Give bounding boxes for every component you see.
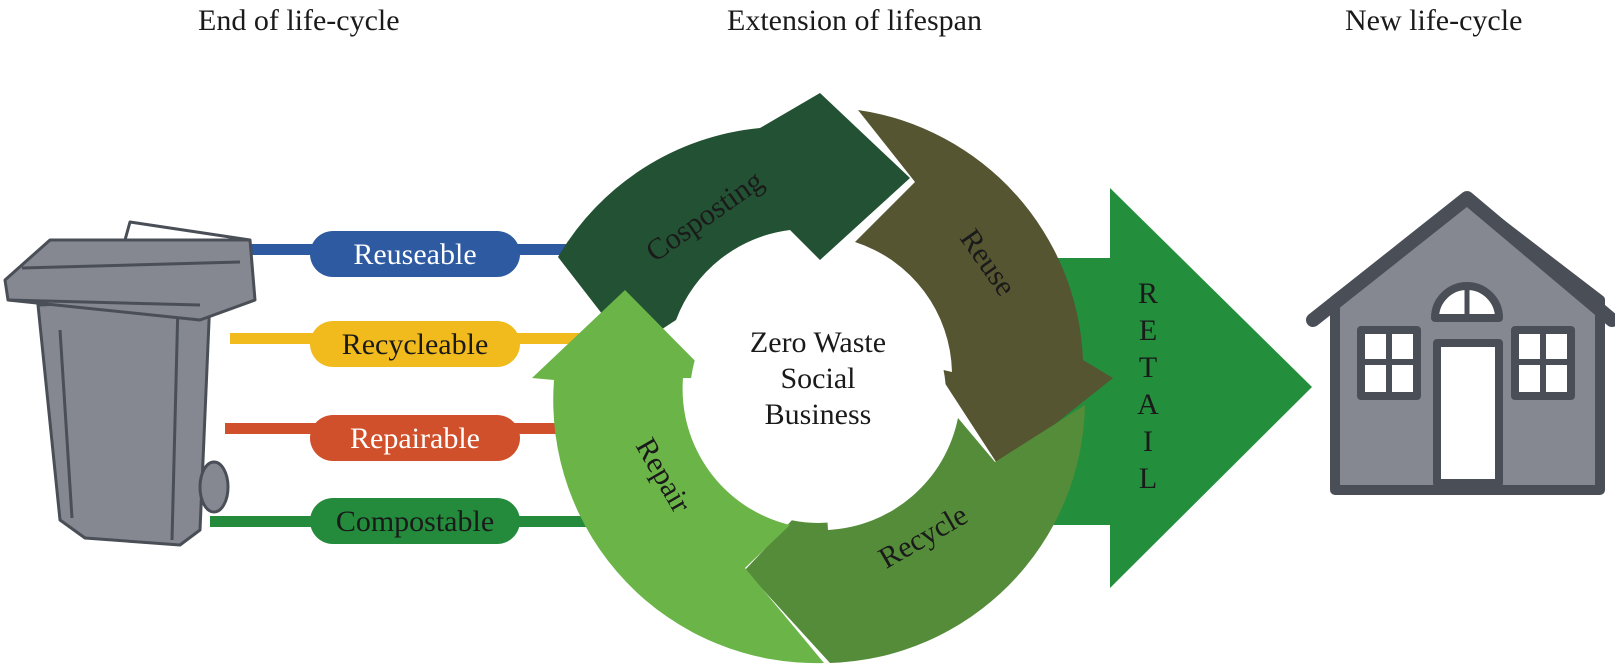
pill-label: Repairable — [350, 422, 480, 455]
heading-new-life-cycle: New life-cycle — [1345, 4, 1523, 37]
retail-letter: R — [1138, 277, 1158, 310]
cycle-segment-repair — [532, 290, 824, 664]
retail-letter: T — [1139, 351, 1157, 384]
heading-extension-of-lifespan: Extension of lifespan — [727, 4, 982, 37]
center-title-line: Social — [781, 362, 856, 395]
cycle-segment-recycle — [745, 405, 1085, 663]
pill-label: Recycleable — [342, 328, 489, 361]
retail-letter: A — [1137, 388, 1159, 421]
retail-arrow-icon: R E T A I L — [1030, 188, 1312, 588]
cycle-segment-cosposting — [558, 93, 910, 350]
pill-compostable: Compostable — [310, 498, 520, 544]
pill-repairable: Repairable — [310, 415, 520, 461]
cycle-ring: Cosposting Reuse Recycle Repair Zero Was… — [532, 93, 1113, 664]
connector-lines — [210, 244, 600, 527]
house-icon — [1306, 191, 1615, 495]
retail-letter: I — [1143, 425, 1153, 458]
retail-letter: E — [1139, 314, 1157, 347]
pill-label: Reuseable — [353, 238, 476, 271]
cycle-center — [690, 267, 946, 523]
wheelie-bin-icon — [3, 220, 257, 547]
center-title-line: Business — [765, 398, 872, 431]
retail-letter: L — [1139, 462, 1157, 495]
pill-reuseable: Reuseable — [310, 231, 520, 277]
pill-label: Compostable — [336, 505, 494, 538]
cycle-segment-reuse — [855, 110, 1113, 468]
pill-recycleable: Recycleable — [310, 321, 520, 367]
heading-end-of-life-cycle: End of life-cycle — [198, 4, 400, 37]
center-title-line: Zero Waste — [750, 326, 886, 359]
